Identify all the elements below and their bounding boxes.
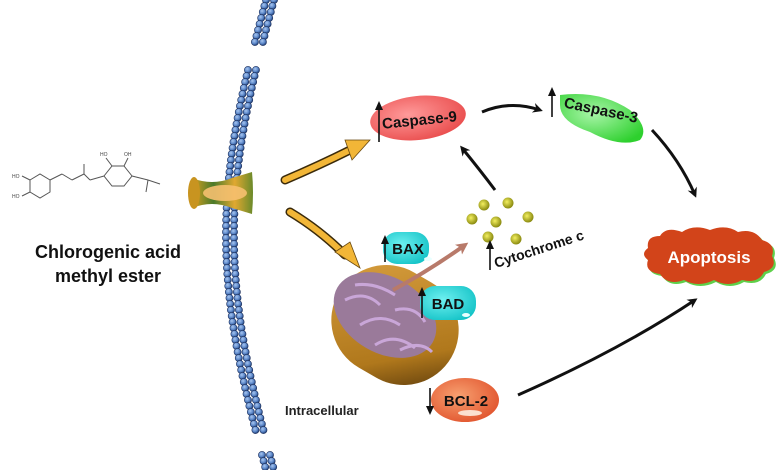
membrane-bead bbox=[259, 38, 267, 46]
cytochrome-c-label: Cytochrome c bbox=[486, 227, 586, 271]
caspase-9-node: Caspase-9 bbox=[370, 95, 466, 142]
svg-text:BCL-2: BCL-2 bbox=[444, 393, 488, 410]
orange-arrow-to-mitochondria bbox=[285, 207, 361, 269]
membrane-bead bbox=[269, 463, 278, 470]
membrane-bead bbox=[251, 426, 260, 434]
compound-name-line1: Chlorogenic acid bbox=[35, 242, 181, 262]
chemical-structure bbox=[21, 157, 161, 199]
cytochrome-c-particle bbox=[478, 199, 490, 211]
compound-name-line2: methyl ester bbox=[55, 266, 161, 286]
intracellular-label: Intracellular bbox=[285, 403, 359, 418]
bcl-2-node: BCL-2 bbox=[426, 378, 499, 422]
cell-membrane bbox=[222, 0, 278, 470]
membrane-bead bbox=[251, 38, 259, 46]
svg-text:HO: HO bbox=[100, 152, 108, 158]
svg-text:OH: OH bbox=[124, 152, 132, 158]
cytochrome-c-particle bbox=[502, 197, 514, 209]
arrow-caspase3-to-apoptosis bbox=[650, 128, 697, 198]
apoptosis-node: Apoptosis bbox=[644, 227, 776, 286]
cytochrome-c-particles bbox=[466, 197, 534, 245]
svg-text:Apoptosis: Apoptosis bbox=[667, 248, 750, 267]
arrow-cytochrome-to-caspase9 bbox=[460, 145, 497, 191]
svg-text:BAX: BAX bbox=[392, 241, 424, 258]
arrow-bcl2-to-apoptosis bbox=[517, 298, 698, 397]
caspase-3-node: Caspase-3 bbox=[548, 87, 644, 143]
arrow-caspase9-to-caspase3 bbox=[481, 103, 543, 114]
membrane-bead bbox=[259, 426, 268, 434]
cytochrome-c-particle bbox=[490, 216, 502, 228]
cytochrome-c-particle bbox=[466, 213, 478, 225]
chemical-structure-labels: HO HO OH HO bbox=[12, 152, 132, 200]
cytochrome-c-particle bbox=[482, 231, 494, 243]
svg-text:Cytochrome c: Cytochrome c bbox=[492, 227, 586, 271]
brown-arrow-to-cytochrome bbox=[392, 242, 469, 292]
svg-text:BAD: BAD bbox=[432, 296, 465, 313]
svg-text:HO: HO bbox=[12, 174, 20, 180]
orange-arrow-to-caspase9 bbox=[280, 139, 371, 185]
membrane-channel bbox=[188, 172, 253, 214]
bad-node: BAD bbox=[418, 286, 476, 320]
bax-node: BAX bbox=[381, 232, 432, 264]
cytochrome-c-particle bbox=[522, 211, 534, 223]
cytochrome-c-particle bbox=[510, 233, 522, 245]
svg-text:HO: HO bbox=[12, 194, 20, 200]
membrane-bead bbox=[261, 463, 270, 470]
